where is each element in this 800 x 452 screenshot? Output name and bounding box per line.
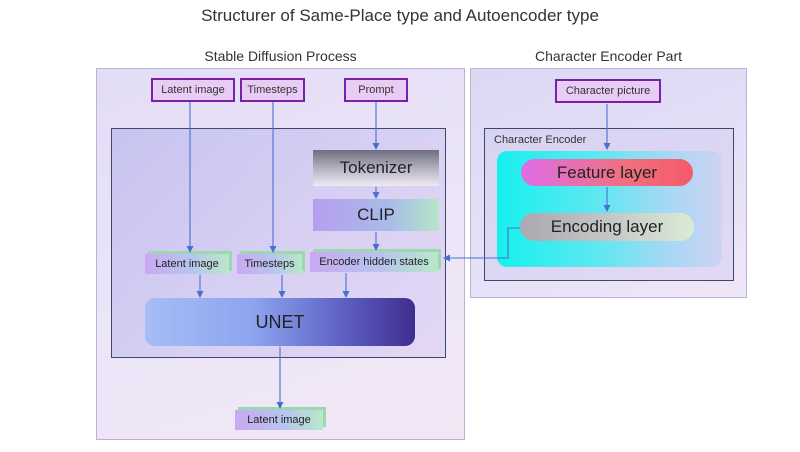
latent-image-block: Latent image — [145, 254, 229, 274]
input-latent-image: Latent image — [151, 78, 235, 102]
character-encoder-part-title: Character Encoder Part — [534, 48, 683, 64]
arrow-encoding-to-hidden-states — [443, 227, 520, 262]
encoding-layer-block: Encoding layer — [520, 213, 694, 241]
feature-layer-block: Feature layer — [521, 159, 693, 186]
tokenizer-block: Tokenizer — [313, 150, 439, 186]
input-timesteps: Timesteps — [240, 78, 305, 102]
input-prompt: Prompt — [344, 78, 408, 102]
timesteps-block: Timesteps — [237, 254, 302, 274]
output-latent-image-block: Latent image — [235, 410, 323, 430]
clip-block: CLIP — [313, 199, 439, 231]
character-encoder-label: Character Encoder — [494, 134, 587, 146]
stable-diffusion-title: Stable Diffusion Process — [204, 48, 357, 64]
input-character-picture: Character picture — [555, 79, 661, 103]
unet-block: UNET — [145, 298, 415, 346]
encoder-hidden-states-block: Encoder hidden states — [310, 252, 438, 272]
diagram-title: Structurer of Same-Place type and Autoen… — [201, 6, 599, 25]
